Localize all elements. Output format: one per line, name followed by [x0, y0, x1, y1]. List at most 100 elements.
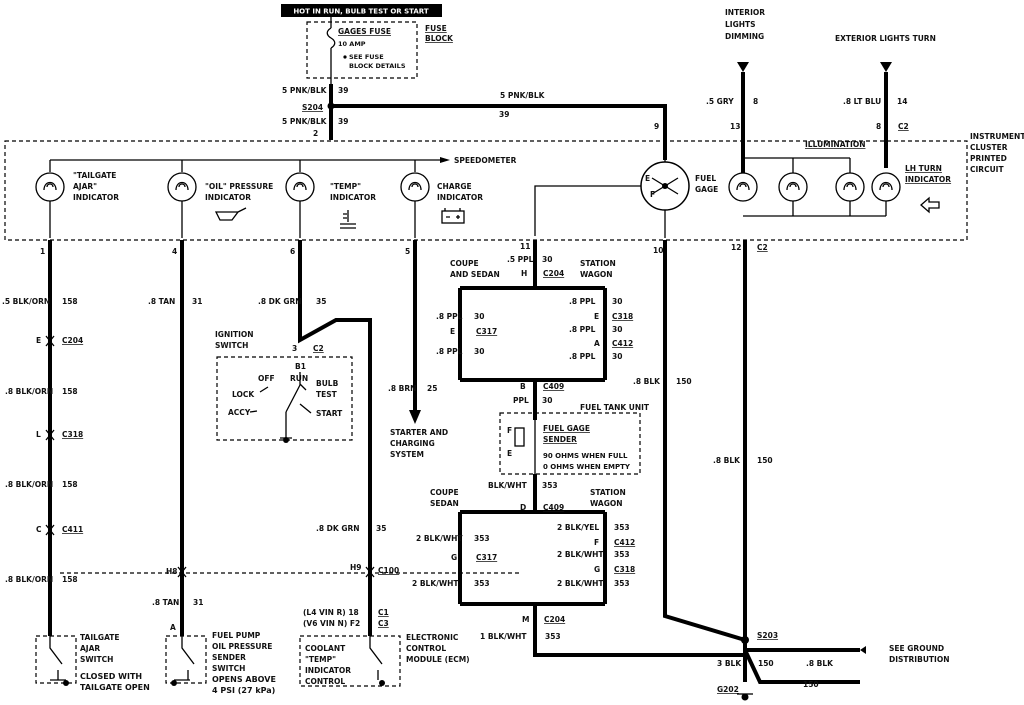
gnd-c1: 150: [676, 377, 692, 386]
ign-bulb-1: BULB: [316, 379, 339, 388]
ecm-3: MODULE (ECM): [406, 655, 470, 664]
cluster-outline: [4, 140, 968, 241]
fuse-block-label-1: FUSE: [425, 24, 447, 33]
fuel-rc3: 30: [612, 352, 622, 361]
cluster-label-1: INSTRUMENT: [970, 132, 1024, 141]
sender-resistor-icon: [514, 427, 525, 447]
turn-pin: 8: [876, 122, 881, 131]
connector-icon: [45, 429, 55, 441]
dimming-circuit: 8: [753, 97, 758, 106]
oil-ind-1: "OIL" PRESSURE: [205, 182, 273, 191]
hot-banner-label: HOT IN RUN, BULB TEST OR START: [293, 8, 429, 16]
fuel-h: H: [521, 269, 527, 278]
charge-circuit: 5 .8 BRN 25 STARTER AND CHARGING SYSTEM: [388, 240, 448, 459]
temp-v2: (V6 VIN N) F2: [303, 619, 360, 628]
ground-icon: [379, 680, 385, 686]
fuel-lconn: C317: [476, 327, 497, 336]
left-arrow-icon: [920, 196, 940, 214]
tg-switch-2: AJAR: [80, 644, 100, 653]
oil-switch-box: [165, 635, 207, 684]
oil-h8: H8: [166, 567, 178, 576]
temp-v1: (L4 VIN R) 18: [303, 608, 359, 617]
turn-conn: C2: [898, 122, 909, 131]
temp-cool1: COOLANT: [305, 644, 346, 653]
gnd-c4: 150: [803, 680, 819, 689]
fuel-conn409b: C409: [543, 503, 564, 512]
charge-wire: .8 BRN: [388, 384, 416, 393]
gnd-w3: 3 BLK: [717, 659, 742, 668]
charge-indicator: CHARGE INDICATOR: [400, 160, 483, 238]
fuel-lw4: 2 BLK/WHT: [412, 579, 459, 588]
battery-icon: [441, 210, 465, 224]
gnd-w4: .8 BLK: [806, 659, 834, 668]
oil-s2: OIL PRESSURE: [212, 642, 272, 651]
temp-ind-1: "TEMP": [330, 182, 361, 191]
tg-conn3: C411: [62, 525, 83, 534]
gnd-c2: 150: [757, 456, 773, 465]
tg-c3: 158: [62, 480, 78, 489]
dimming-pin: 13: [730, 122, 740, 131]
ign-title-1: IGNITION: [215, 330, 254, 339]
gnd-pin10: 10: [653, 246, 663, 255]
fuel-c1: 30: [542, 255, 552, 264]
dimming-title-1: INTERIOR: [725, 8, 765, 17]
temp-w2: .8 DK GRN: [316, 524, 360, 533]
fuel-rc2: 30: [612, 325, 622, 334]
dimming-wire: .5 GRY: [706, 97, 734, 106]
ecm-box: [299, 635, 401, 687]
fuel-m: M: [522, 615, 529, 624]
splice-label: S204: [302, 103, 323, 112]
fuel-ohm-2: 0 OHMS WHEN EMPTY: [543, 463, 631, 471]
tg-note-2: TAILGATE OPEN: [80, 683, 150, 692]
bulb-icon: [167, 172, 197, 202]
temp-c2: 35: [376, 524, 386, 533]
ground-circuit: 10 .8 BLK 150 12 C2 .8 BLK 150 S203 SEE …: [633, 240, 949, 701]
turn-circuit: 14: [897, 97, 907, 106]
temp-indicator: "TEMP" INDICATOR: [285, 160, 376, 238]
top-feed: 5 PNK/BLK 39 S204 5 PNK/BLK 39 2 5 PNK/B…: [282, 84, 667, 160]
temp-ind-2: INDICATOR: [330, 193, 376, 202]
fuse-name: GAGES FUSE: [338, 27, 391, 36]
temp-c1c: C1: [378, 608, 389, 617]
fuel-lw2: .8 PPL: [436, 347, 463, 356]
tg-conn2: C318: [62, 430, 83, 439]
ign-pin3: 3: [292, 344, 297, 353]
charge-circuit-num: 25: [427, 384, 437, 393]
oil-s1: FUEL PUMP: [212, 631, 261, 640]
temp-h9: H9: [350, 563, 362, 572]
bulb-icon: [35, 172, 65, 202]
fuel-coupe-2: AND SEDAN: [450, 270, 500, 279]
fuel-conn1: C204: [543, 269, 564, 278]
oil-c2: 31: [193, 598, 203, 607]
turn-title: EXTERIOR LIGHTS TURN: [835, 34, 936, 43]
fuel-coupe-4: SEDAN: [430, 499, 459, 508]
temp-c1: 35: [316, 297, 326, 306]
oil-a: A: [170, 623, 176, 632]
ign-run: RUN: [290, 374, 308, 383]
oil-w2: .8 TAN: [152, 598, 179, 607]
tg-c: C: [36, 525, 42, 534]
gnd-conn12: C2: [757, 243, 768, 252]
tg-note-1: CLOSED WITH: [80, 672, 142, 681]
fuel-rg: G: [594, 565, 600, 574]
fuel-d: D: [520, 503, 526, 512]
fuel-rw5: 2 BLK/WHT: [557, 550, 604, 559]
fuel-tank-unit-box: [499, 412, 641, 475]
temp-cool4: CONTROL: [305, 677, 345, 686]
fuse-icon: [326, 27, 336, 49]
fuel-rw1: .8 PPL: [569, 297, 596, 306]
gnd-w1: .8 BLK: [633, 377, 661, 386]
fuel-rc6: 353: [614, 579, 630, 588]
dimming-title-2: LIGHTS: [725, 20, 756, 29]
tg-pin: 1: [40, 247, 45, 256]
fuel-rc4: 353: [614, 523, 630, 532]
fuel-rconn1: C318: [612, 312, 633, 321]
gnd-pin12: 12: [731, 243, 741, 252]
oil-ind-2: INDICATOR: [205, 193, 251, 202]
fuel-lg: G: [451, 553, 457, 562]
fuel-ohm-1: 90 OHMS WHEN FULL: [543, 452, 628, 460]
tailgate-ind-3: INDICATOR: [73, 193, 119, 202]
gnd-c3: 150: [758, 659, 774, 668]
fuel-ppl: PPL: [513, 396, 529, 405]
